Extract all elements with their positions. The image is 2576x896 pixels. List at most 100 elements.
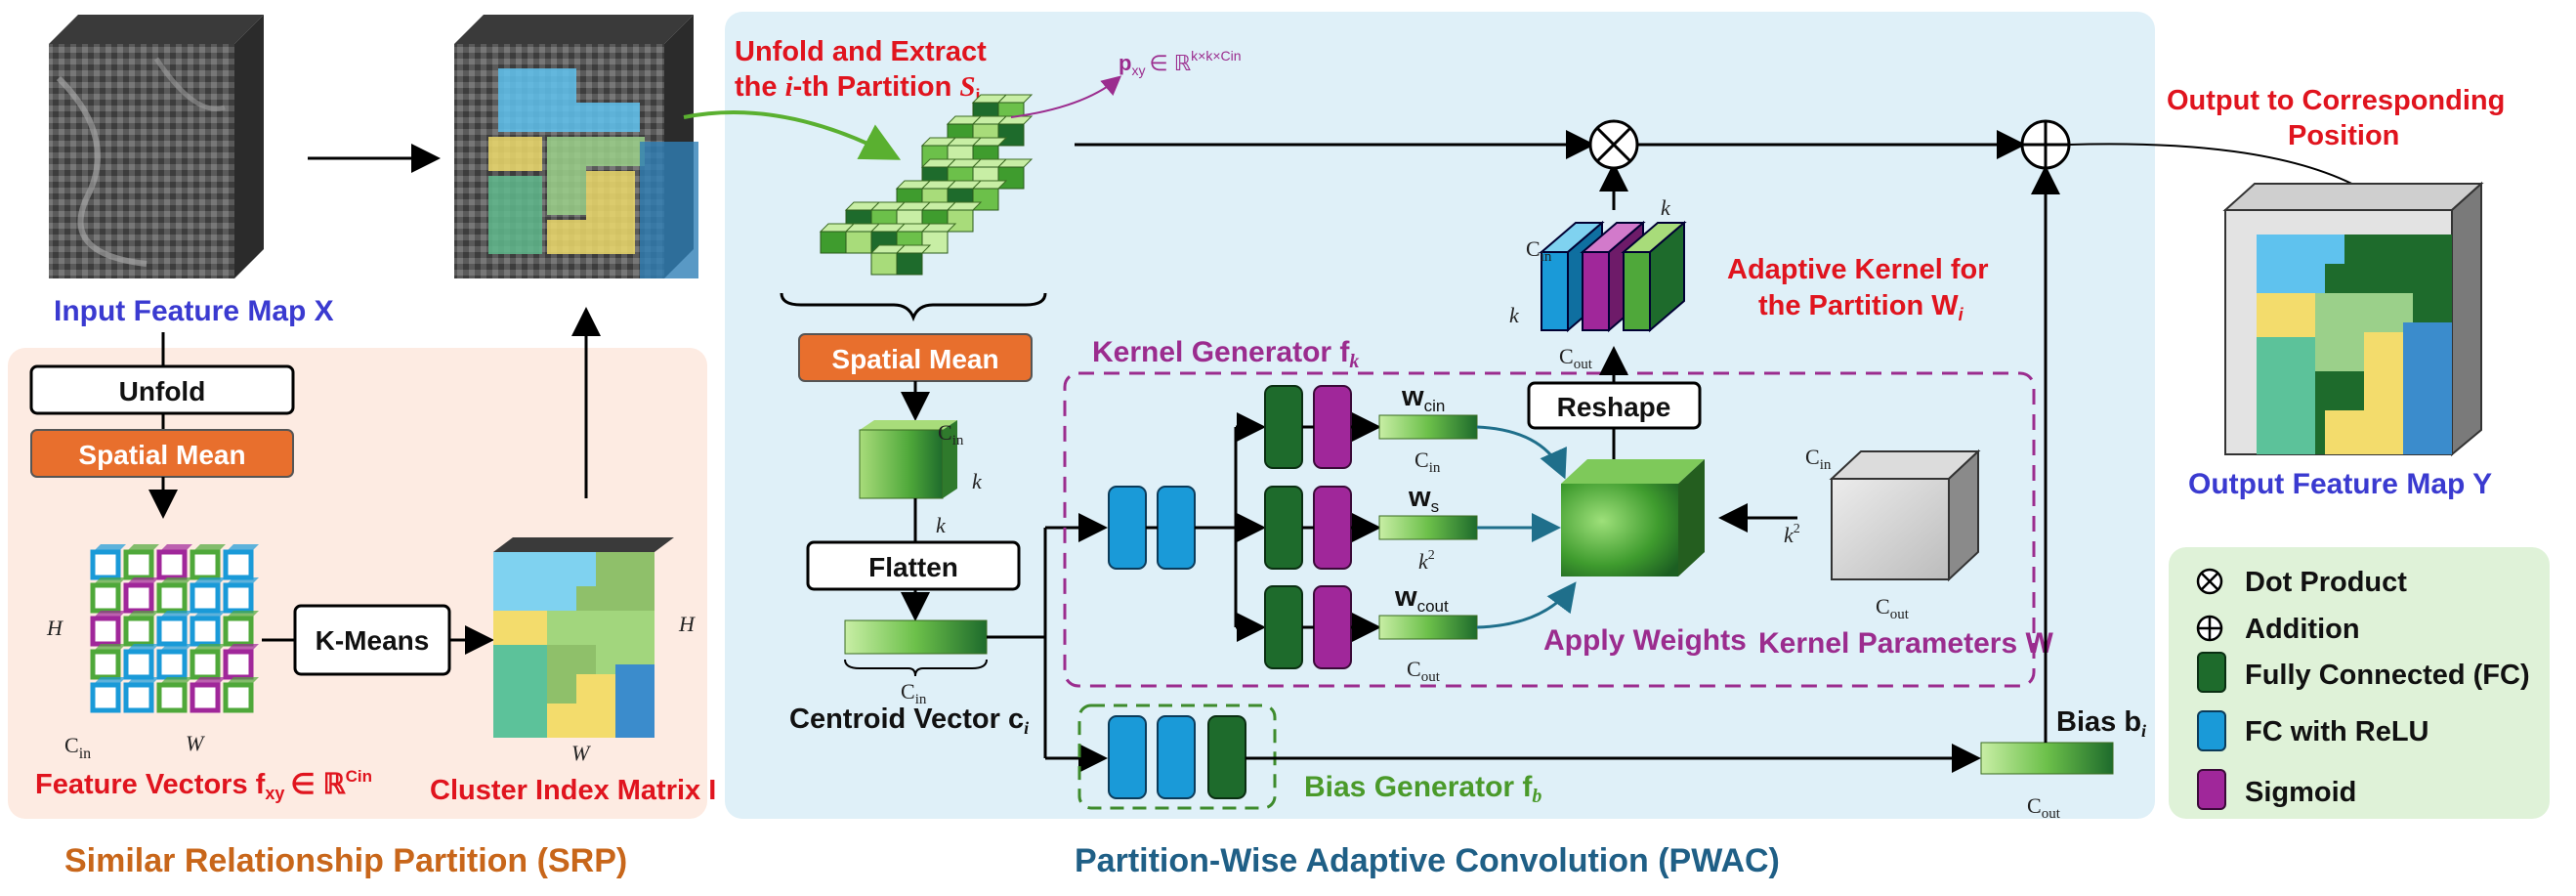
feature-vector-cell bbox=[156, 682, 188, 713]
feature-vector-cell bbox=[90, 649, 121, 680]
branch-cin bbox=[1264, 385, 1478, 469]
legend-sigmoid-label: Sigmoid bbox=[2245, 777, 2356, 808]
dot-product-op bbox=[1588, 119, 1639, 170]
input-feature-map-label: Input Feature Map X bbox=[54, 295, 334, 327]
feature-vector-cell bbox=[190, 549, 221, 580]
ak-k-left: k bbox=[1509, 303, 1520, 327]
w-s-dim: k2 bbox=[1418, 548, 1435, 574]
block-k-bottom: k bbox=[936, 513, 947, 537]
legend-panel bbox=[2169, 547, 2550, 819]
bias-generator-label: Bias Generator fb bbox=[1304, 771, 1541, 807]
centroid-bar bbox=[844, 619, 988, 655]
feature-vector-cell bbox=[123, 616, 154, 647]
addition-op bbox=[2020, 119, 2071, 170]
w-cin-dim: Cin bbox=[1415, 448, 1441, 476]
voxel bbox=[947, 209, 974, 233]
addition-icon bbox=[2196, 615, 2223, 642]
legend-addition-label: Addition bbox=[2245, 614, 2360, 645]
legend-addition: Addition bbox=[2196, 614, 2360, 645]
kernel-params-cube bbox=[1829, 448, 1981, 582]
output-line2: Position bbox=[2288, 120, 2399, 151]
voxel bbox=[870, 252, 898, 276]
voxel bbox=[972, 188, 999, 211]
fc-block-cin bbox=[1264, 385, 1303, 469]
w-cout-bar bbox=[1378, 615, 1478, 640]
feature-vectors-grid bbox=[90, 544, 259, 713]
adaptive-kernel-line1: Adaptive Kernel for bbox=[1727, 254, 1989, 285]
dim-w-label: W bbox=[186, 731, 205, 755]
bg-fc-relu-1 bbox=[1108, 715, 1147, 799]
adaptive-kernel bbox=[1539, 220, 1687, 333]
brace-centroid bbox=[844, 659, 988, 677]
branch-cout bbox=[1264, 585, 1478, 669]
fc-block-s bbox=[1264, 486, 1303, 570]
feature-vector-cell bbox=[123, 549, 154, 580]
kparams-k2: k2 bbox=[1784, 522, 1800, 547]
bias-bar bbox=[1980, 742, 2114, 775]
feature-vector-cell bbox=[123, 682, 154, 713]
feature-vector-cell bbox=[123, 649, 154, 680]
feature-vector-cell bbox=[90, 549, 121, 580]
cluster-dim-h: H bbox=[678, 612, 696, 636]
partition-voxels bbox=[819, 94, 1034, 276]
centroid-label: Centroid Vector ci bbox=[789, 704, 1029, 738]
apply-weights-label: Apply Weights bbox=[1543, 624, 1747, 657]
legend-fc: Fully Connected (FC) bbox=[2197, 652, 2530, 693]
kernel-params-label: Kernel Parameters W bbox=[1758, 627, 2053, 660]
w-s-bar bbox=[1378, 515, 1478, 540]
adaptive-kernel-line2: the Partition Wi bbox=[1758, 290, 1964, 324]
sigmoid-block-s bbox=[1313, 486, 1352, 570]
feature-vector-cell bbox=[190, 649, 221, 680]
kg-fc-relu-2 bbox=[1157, 486, 1196, 570]
voxel bbox=[820, 231, 847, 254]
feature-vector-cell bbox=[223, 649, 254, 680]
arrow-pxy bbox=[1010, 75, 1122, 118]
feature-vector-cell bbox=[156, 549, 188, 580]
reshape-label: Reshape bbox=[1557, 392, 1671, 422]
kparams-cout: Cout bbox=[1876, 594, 1910, 622]
pwac-title: Partition-Wise Adaptive Convolution (PWA… bbox=[1075, 842, 1780, 879]
kmeans-label: K-Means bbox=[316, 625, 430, 656]
fc-relu-swatch bbox=[2197, 710, 2226, 751]
bg-fc bbox=[1207, 715, 1246, 799]
cluster-dim-w: W bbox=[571, 741, 591, 765]
feature-vector-cell bbox=[223, 582, 254, 614]
input-feature-map-cube bbox=[49, 15, 264, 278]
feature-vector-cell bbox=[156, 582, 188, 614]
feature-vector-cell bbox=[90, 582, 121, 614]
voxel bbox=[997, 166, 1025, 190]
feature-vector-cell bbox=[190, 582, 221, 614]
srp-title: Similar Relationship Partition (SRP) bbox=[64, 842, 627, 879]
fc-block-cout bbox=[1264, 585, 1303, 669]
unfold-extract-line1: Unfold and Extract bbox=[735, 36, 987, 67]
legend-sigmoid: Sigmoid bbox=[2197, 769, 2356, 810]
centroid-cin: Cin bbox=[901, 679, 927, 707]
w-cout-label: wcout bbox=[1394, 581, 1449, 616]
mean-block bbox=[859, 420, 957, 499]
ak-cout: Cout bbox=[1559, 344, 1593, 372]
feature-vector-cell bbox=[156, 616, 188, 647]
ak-cin: Cin bbox=[1526, 236, 1552, 265]
output-feature-map-label: Output Feature Map Y bbox=[2188, 468, 2492, 500]
block-cin: Cin bbox=[938, 420, 964, 448]
w-s-label: ws bbox=[1408, 482, 1439, 516]
feature-vectors-label: Feature Vectors fxy∈ ℝCin bbox=[35, 767, 372, 803]
feature-vector-cell bbox=[223, 682, 254, 713]
arrow-wcout-apply bbox=[1476, 581, 1577, 629]
feature-vector-cell bbox=[223, 549, 254, 580]
unfold-label: Unfold bbox=[119, 376, 206, 406]
feature-vector-cell bbox=[156, 649, 188, 680]
flatten-label: Flatten bbox=[868, 552, 958, 582]
ak-k-top: k bbox=[1661, 195, 1671, 220]
output-line1: Output to Corresponding bbox=[2167, 85, 2505, 116]
feature-vector-cell bbox=[223, 616, 254, 647]
output-feature-map-cube bbox=[2222, 181, 2484, 457]
feature-vector-cell bbox=[90, 682, 121, 713]
clustered-feature-map-cube bbox=[454, 15, 698, 278]
block-k-right: k bbox=[972, 469, 983, 493]
kernel-generator-box bbox=[1063, 371, 2036, 688]
kparams-cin: Cin bbox=[1805, 445, 1832, 473]
branch-s bbox=[1264, 486, 1478, 570]
